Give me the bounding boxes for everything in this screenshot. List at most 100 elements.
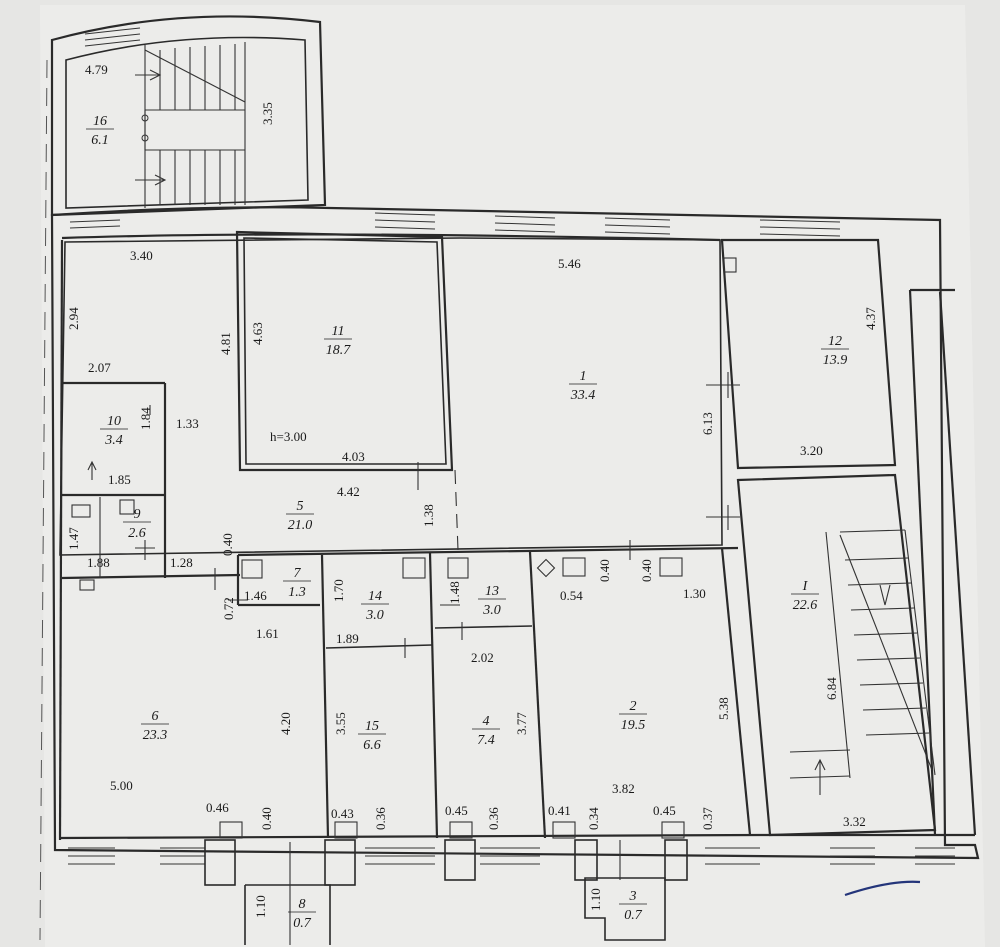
room-area: 2.6 (128, 526, 146, 541)
dimension-label: 0.40 (259, 807, 274, 830)
dimension-label: 0.72 (221, 597, 236, 620)
room-area: 21.0 (288, 518, 313, 533)
dimension-label: 1.84 (138, 407, 153, 430)
room-area: 19.5 (621, 718, 646, 733)
dimension-label: 0.40 (220, 533, 235, 556)
room-label-6: 623.3 (141, 709, 169, 743)
room-number: 1 (580, 369, 587, 384)
room-label-14: 143.0 (361, 589, 389, 623)
room-area: 6.6 (363, 738, 381, 753)
dimension-label: 4.03 (342, 449, 365, 464)
windows-bottom (68, 847, 955, 865)
room-number: 3 (629, 889, 637, 904)
room-label-3: 30.7 (619, 889, 647, 923)
room-label-16: 166.1 (86, 114, 114, 148)
room-number: I (802, 579, 809, 594)
room-area: 3.0 (365, 608, 384, 623)
dimension-label: 4.20 (278, 712, 293, 735)
dimension-label: 3.82 (612, 781, 635, 796)
room-label-13: 133.0 (478, 584, 506, 618)
dimension-label: 1.85 (108, 472, 131, 487)
room-label-10: 103.4 (100, 414, 128, 448)
dimension-label: 1.10 (588, 888, 603, 911)
room-number: 7 (294, 566, 302, 581)
dimension-label: 0.43 (331, 806, 354, 821)
dimension-label: 0.34 (586, 807, 601, 830)
dimension-label: 4.81 (218, 332, 233, 355)
room-12-walls (720, 238, 897, 470)
wall-piers (204, 839, 688, 886)
dimension-label: 1.38 (421, 504, 436, 527)
dimension-label: 4.37 (863, 307, 878, 330)
room-label-7: 71.3 (283, 566, 311, 600)
dimension-label: 1.61 (256, 626, 279, 641)
dimension-label: 0.46 (206, 800, 229, 815)
room-number: 10 (107, 414, 121, 429)
room-label-9: 92.6 (123, 507, 151, 541)
porch-3 (584, 877, 666, 941)
dimension-label: 1.89 (336, 631, 359, 646)
porch-8 (244, 884, 331, 945)
room-area: 7.4 (477, 733, 495, 748)
windows-top (69, 212, 841, 237)
dimension-label: 3.32 (843, 814, 866, 829)
dimension-label: 3.20 (800, 443, 823, 458)
dimension-label: 1.88 (87, 555, 110, 570)
dimension-label: 0.40 (639, 559, 654, 582)
room-label-15: 156.6 (358, 719, 386, 753)
dimension-label: 0.41 (548, 803, 571, 818)
room-number: 8 (299, 897, 306, 912)
dimension-label: 0.54 (560, 588, 583, 603)
room-label-I: I22.6 (791, 579, 819, 613)
pen-mark (844, 880, 921, 897)
dimension-label: 1.28 (170, 555, 193, 570)
room-area: 18.7 (326, 343, 352, 358)
drain-icon (87, 460, 97, 480)
dimension-label: 1.46 (244, 588, 267, 603)
dimension-label: 1.47 (66, 527, 81, 550)
room-number: 12 (828, 334, 842, 349)
dimension-label: 1.70 (331, 579, 346, 602)
dimension-label: 0.36 (486, 807, 501, 830)
stair-arrow-icon (135, 174, 167, 186)
vent-icon (536, 558, 556, 578)
room-area: 23.3 (143, 728, 168, 743)
room-number: 5 (297, 499, 304, 514)
room-area: 3.4 (104, 433, 123, 448)
room-number: 14 (368, 589, 382, 604)
dimension-label: 2.07 (88, 360, 111, 375)
room-number: 11 (332, 324, 345, 339)
stair-arrow-icon (879, 584, 891, 606)
room-number: 16 (93, 114, 107, 129)
interior-walls (61, 381, 752, 839)
dimension-label: 2.02 (471, 650, 494, 665)
room-area: 6.1 (91, 133, 109, 148)
dimension-label: 4.63 (250, 322, 265, 345)
dimension-label: 0.37 (700, 807, 715, 830)
stair-steps-upper (144, 44, 246, 111)
dimension-label: 0.40 (597, 559, 612, 582)
dimension-label: 2.94 (66, 307, 81, 330)
room-label-2: 219.5 (619, 699, 647, 733)
stair-steps-right (789, 529, 936, 795)
dimension-label: 3.40 (130, 248, 153, 263)
dimension-label: 3.55 (333, 712, 348, 735)
ceiling-height-note: h=3.00 (270, 429, 307, 444)
room-label-8: 80.7 (288, 897, 316, 931)
room-label-1: 133.4 (569, 369, 597, 403)
dimension-label: 0.45 (653, 803, 676, 818)
dimension-label: 5.00 (110, 778, 133, 793)
room-area: 0.7 (624, 908, 643, 923)
dimension-label: 3.77 (514, 712, 529, 735)
dimension-label: 5.46 (558, 256, 581, 271)
room-area: 33.4 (570, 388, 596, 403)
dimension-label: 1.10 (253, 895, 268, 918)
dimension-label: 4.42 (337, 484, 360, 499)
dimension-label: 1.33 (176, 416, 199, 431)
door-ticks (135, 372, 740, 658)
room-area: 13.9 (823, 353, 848, 368)
room-label-4: 47.4 (472, 714, 500, 748)
room-number: 4 (483, 714, 490, 729)
room-label-12: 12 13.9 (821, 334, 849, 368)
room-area: 1.3 (288, 585, 306, 600)
